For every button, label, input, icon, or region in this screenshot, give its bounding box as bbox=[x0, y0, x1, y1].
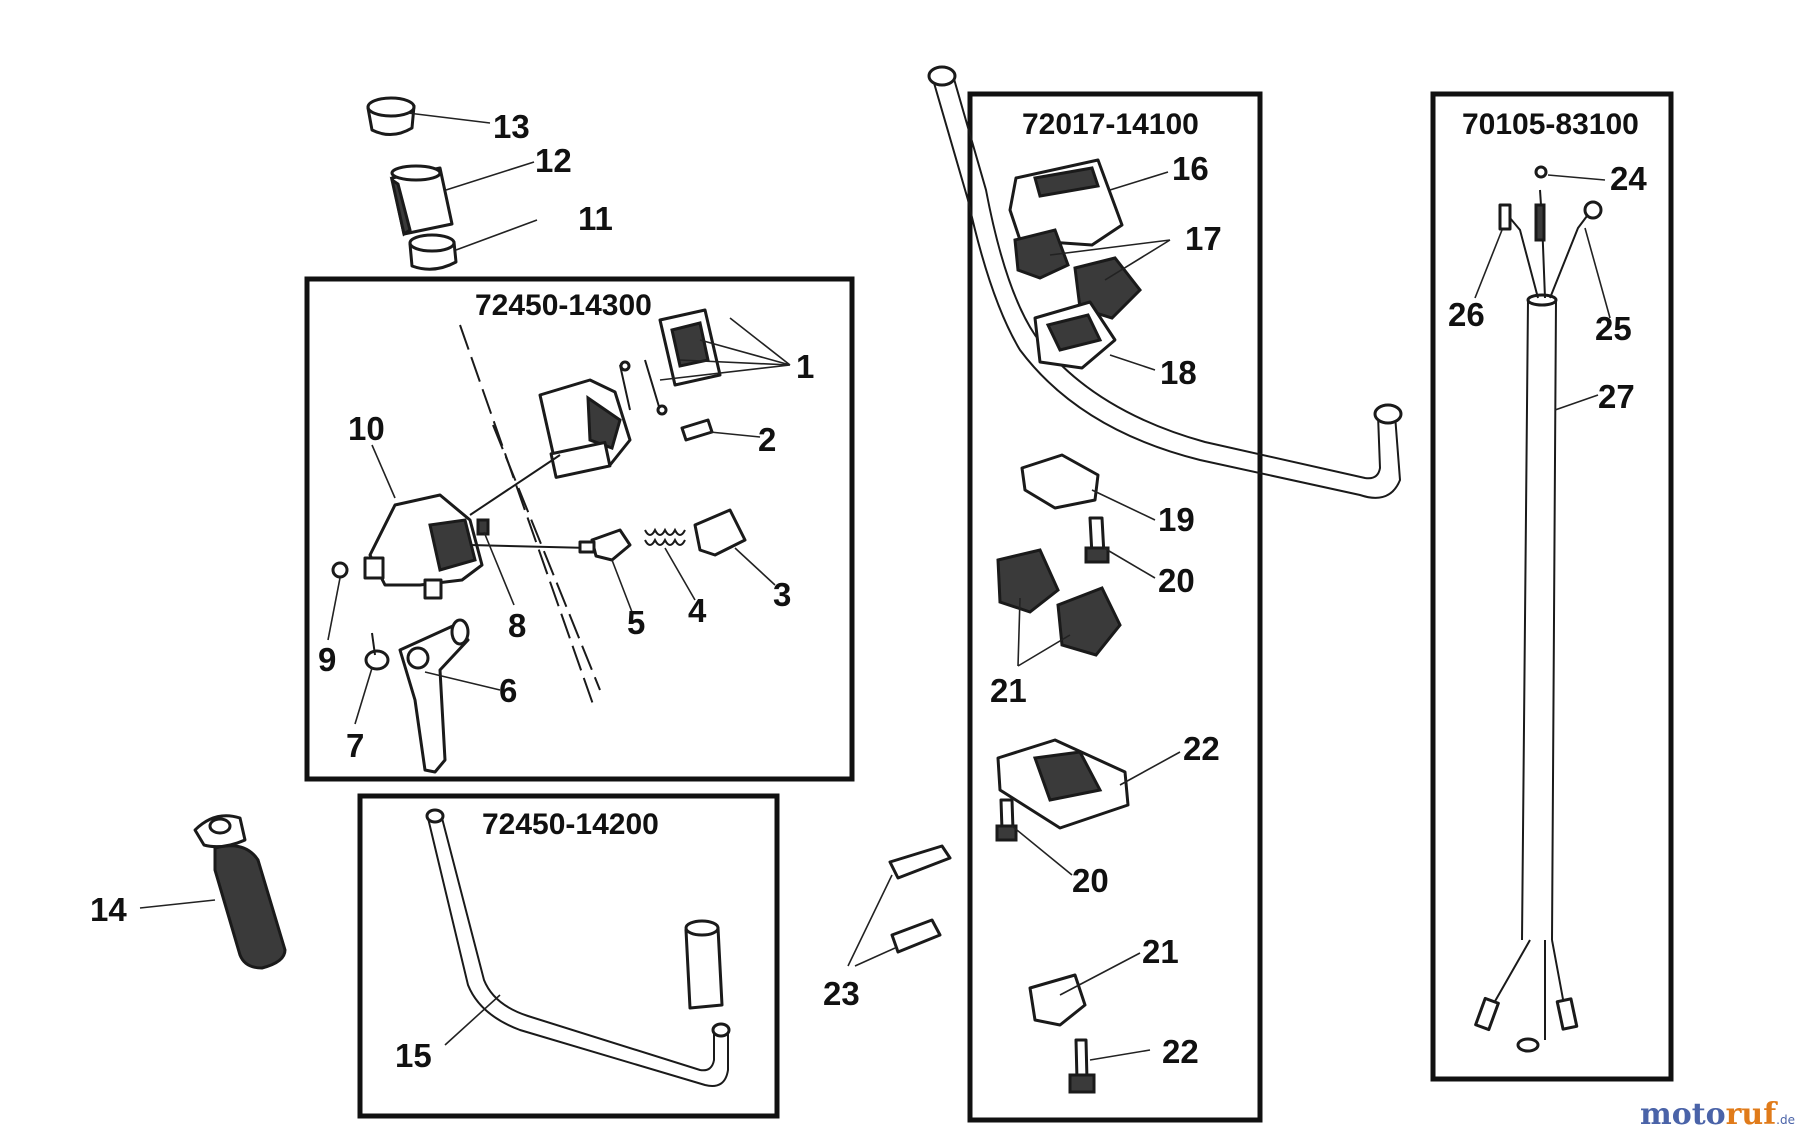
sleeve-12 bbox=[389, 164, 454, 237]
callout-23: 23 bbox=[823, 975, 860, 1012]
clamp-19 bbox=[1020, 453, 1100, 510]
callout-20-upper: 20 bbox=[1158, 562, 1195, 599]
callout-25: 25 bbox=[1595, 310, 1632, 347]
callout-27: 27 bbox=[1598, 378, 1635, 415]
callout-21-upper: 21 bbox=[990, 672, 1027, 709]
watermark-part-a: moto bbox=[1640, 1097, 1726, 1132]
nut-8 bbox=[476, 518, 490, 536]
handle-bar-15 bbox=[425, 808, 731, 1087]
handle-bar-part-number: 72450-14200 bbox=[482, 808, 659, 841]
ring-11 bbox=[408, 233, 458, 271]
callout-17: 17 bbox=[1185, 220, 1222, 257]
clamp-base-22-upper bbox=[996, 738, 1130, 830]
cap-3 bbox=[693, 508, 747, 557]
callout-22-upper: 22 bbox=[1183, 730, 1220, 767]
callout-24: 24 bbox=[1610, 160, 1647, 197]
clamp-halves-21-upper bbox=[996, 548, 1122, 657]
lever-assembly-part-number: 72450-14300 bbox=[475, 289, 652, 322]
lever-housing-10 bbox=[363, 493, 484, 600]
callout-8: 8 bbox=[508, 607, 526, 644]
callout-12: 12 bbox=[535, 142, 572, 179]
washer-9 bbox=[331, 561, 349, 579]
lever-assembly-box bbox=[304, 276, 855, 782]
callout-20-lower: 20 bbox=[1072, 862, 1109, 899]
watermark-logo: motoruf.de bbox=[1640, 1097, 1795, 1132]
clamp-set-box bbox=[967, 91, 1263, 1123]
pin-7 bbox=[364, 632, 390, 671]
callout-3: 3 bbox=[773, 576, 791, 613]
bolt-20-lower bbox=[995, 798, 1018, 842]
callout-2: 2 bbox=[758, 421, 776, 458]
cable-harness-box bbox=[1430, 91, 1674, 1082]
callout-6: 6 bbox=[499, 672, 517, 709]
contact-strips bbox=[619, 359, 668, 416]
watermark-suffix: .de bbox=[1776, 1113, 1795, 1127]
clamp-21-lower bbox=[1028, 973, 1087, 1027]
bolt-20-upper bbox=[1084, 516, 1110, 564]
clamp-cover-16 bbox=[1008, 158, 1124, 247]
callout-21-lower: 21 bbox=[1142, 933, 1179, 970]
callout-5: 5 bbox=[627, 604, 645, 641]
callout-9: 9 bbox=[318, 641, 336, 678]
callout-7: 7 bbox=[346, 727, 364, 764]
callout-4: 4 bbox=[688, 592, 707, 629]
bolt-22-lower bbox=[1068, 1038, 1096, 1094]
pads-23 bbox=[888, 844, 952, 954]
callout-1: 1 bbox=[796, 348, 814, 385]
callout-22-lower: 22 bbox=[1162, 1033, 1199, 1070]
callout-11: 11 bbox=[578, 200, 613, 237]
watermark-part-b: ruf bbox=[1726, 1097, 1779, 1132]
handle-bar-box bbox=[357, 793, 780, 1119]
cable-harness-part-number: 70105-83100 bbox=[1462, 108, 1639, 141]
callout-15: 15 bbox=[395, 1037, 432, 1074]
main-handlebar bbox=[927, 65, 1403, 499]
callout-13: 13 bbox=[493, 108, 530, 145]
pin-5 bbox=[578, 528, 632, 562]
lever-6 bbox=[398, 618, 470, 774]
cap-13 bbox=[366, 96, 416, 136]
callout-10: 10 bbox=[348, 410, 385, 447]
spring-4 bbox=[644, 527, 686, 546]
cable-harness-27 bbox=[1474, 165, 1603, 1053]
callout-14: 14 bbox=[90, 891, 127, 928]
callout-26: 26 bbox=[1448, 296, 1485, 333]
callout-16: 16 bbox=[1172, 150, 1209, 187]
svg-text:motoruf.de: motoruf.de bbox=[1640, 1097, 1795, 1132]
callout-19: 19 bbox=[1158, 501, 1195, 538]
screw-2 bbox=[680, 418, 714, 442]
switch-body bbox=[538, 378, 632, 479]
switch-plate bbox=[658, 308, 722, 387]
callout-18: 18 bbox=[1160, 354, 1197, 391]
grip-14 bbox=[193, 814, 287, 970]
clamp-18 bbox=[1033, 300, 1117, 370]
clamp-set-part-number: 72017-14100 bbox=[1022, 108, 1199, 141]
